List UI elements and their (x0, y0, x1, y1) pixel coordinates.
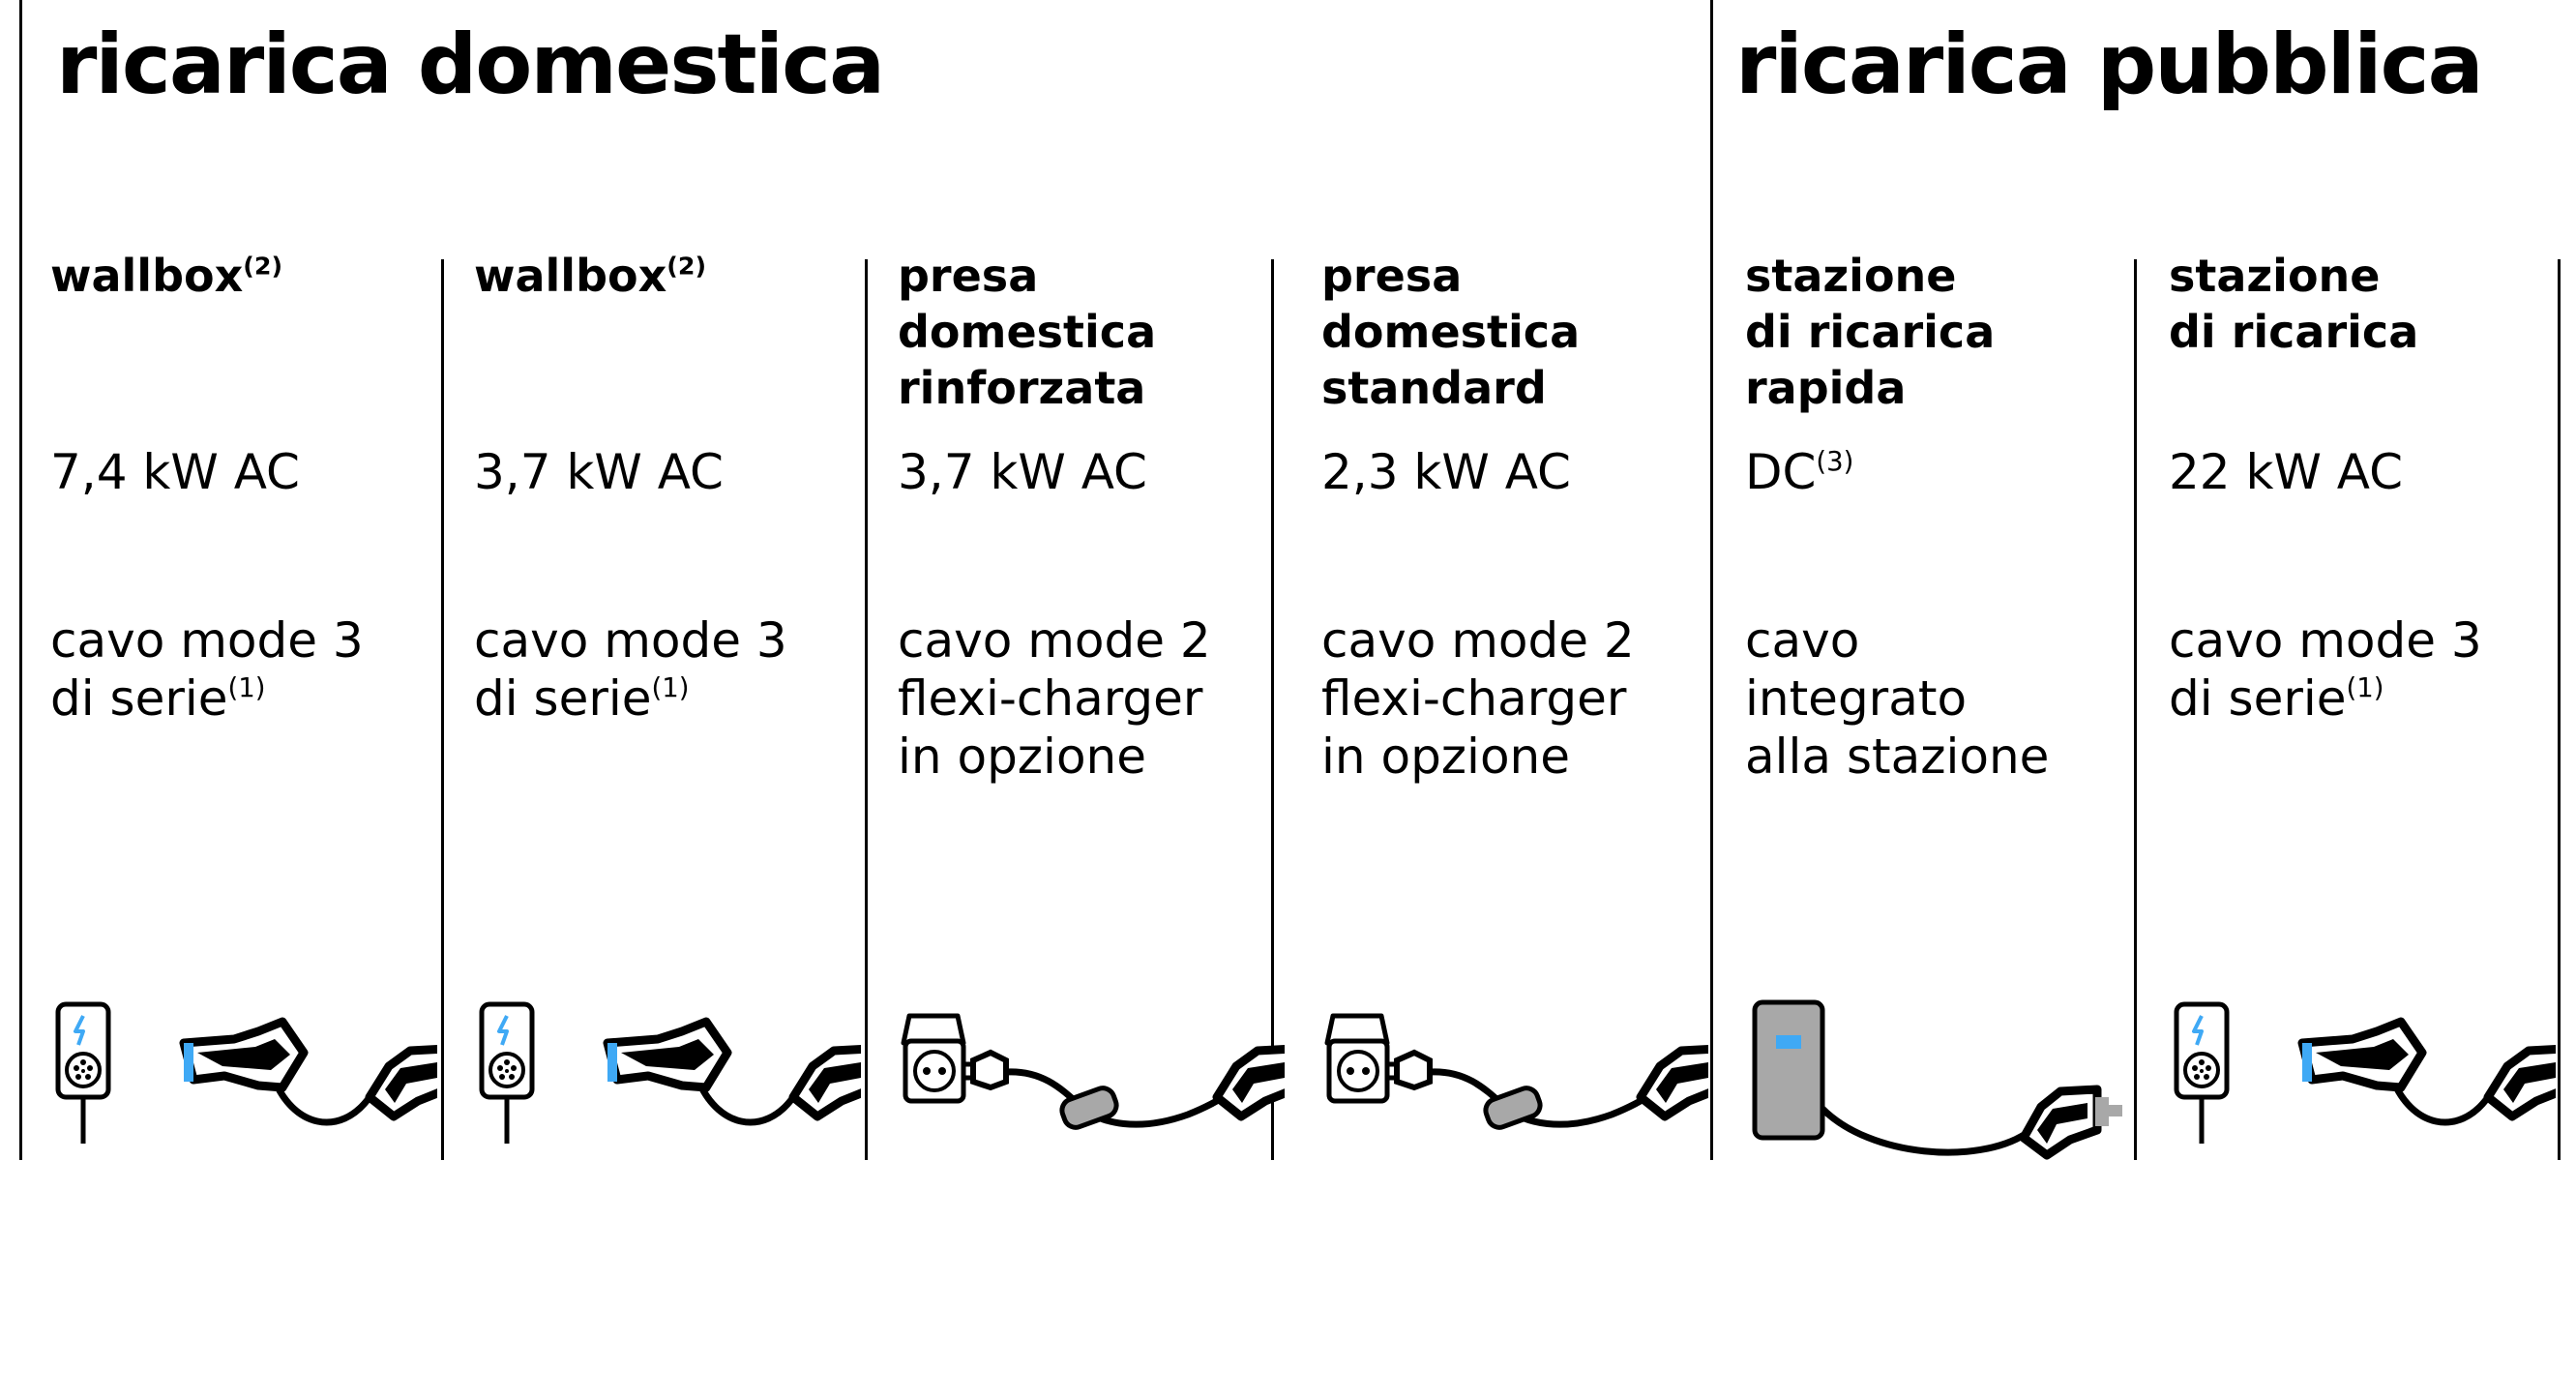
option-cable: cavo integrato alla stazione (1745, 612, 2050, 785)
option-power: 2,3 kW AC (1321, 444, 1571, 500)
fast-charging-station-icon (1745, 983, 2132, 1399)
divider-line (441, 259, 444, 1160)
divider-line (865, 259, 868, 1160)
option-title: stazione di ricarica (2169, 250, 2419, 358)
option-power: 7,4 kW AC (50, 444, 300, 500)
wallbox-icon (2169, 983, 2556, 1399)
option-title: wallbox(2) (474, 250, 707, 302)
option-cable: cavo mode 3 di serie(1) (2169, 612, 2482, 727)
home-socket-icon (1321, 983, 1708, 1399)
divider-line (1271, 259, 1274, 1160)
option-cable: cavo mode 3 di serie(1) (50, 612, 364, 727)
heading-public-charging: ricarica pubblica (1735, 16, 2484, 113)
option-cable: cavo mode 3 di serie(1) (474, 612, 787, 727)
footnote-ref: (3) (1816, 445, 1854, 477)
divider-line (2134, 259, 2137, 1160)
footnote-ref: (1) (2346, 671, 2384, 703)
footnote-ref: (2) (666, 252, 707, 281)
wallbox-icon (50, 983, 437, 1399)
option-cable: cavo mode 2 flexi-charger in opzione (898, 612, 1211, 785)
home-socket-icon (898, 983, 1285, 1399)
footnote-ref: (1) (227, 671, 266, 703)
footnote-ref: (2) (243, 252, 283, 281)
option-power: DC(3) (1745, 444, 1854, 500)
option-power: 3,7 kW AC (474, 444, 724, 500)
option-power: 3,7 kW AC (898, 444, 1147, 500)
divider-line (2558, 259, 2561, 1160)
footnote-ref: (1) (651, 671, 690, 703)
option-cable: cavo mode 2 flexi-charger in opzione (1321, 612, 1635, 785)
option-title: presa domestica standard (1321, 250, 1581, 414)
heading-home-charging: ricarica domestica (56, 16, 885, 113)
option-power: 22 kW AC (2169, 444, 2404, 500)
option-title: stazione di ricarica rapida (1745, 250, 1996, 414)
option-title: presa domestica rinforzata (898, 250, 1157, 414)
wallbox-icon (474, 983, 861, 1399)
divider-line (1710, 0, 1713, 1160)
option-title: wallbox(2) (50, 250, 283, 302)
divider-line (19, 0, 22, 1160)
